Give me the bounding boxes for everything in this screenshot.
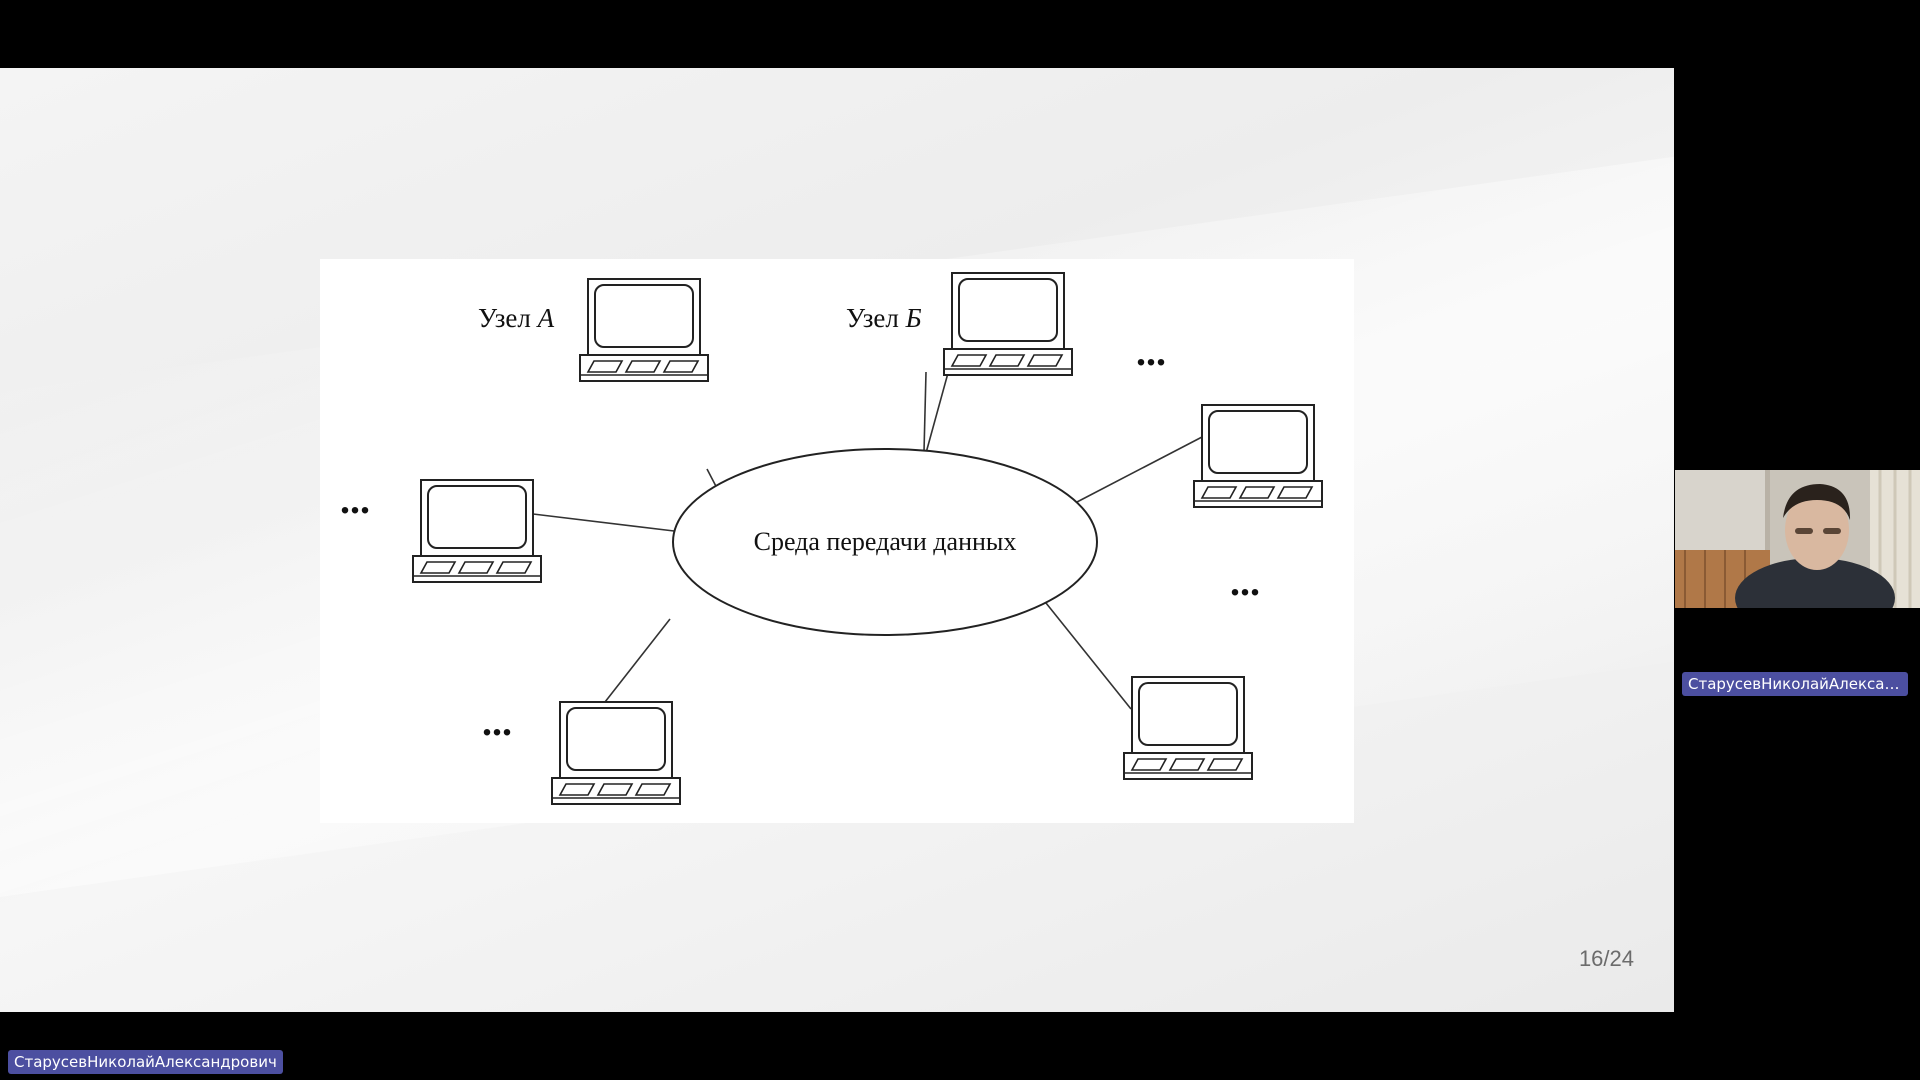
ellipsis-bottom-left: ... <box>482 699 512 744</box>
participant-video-tile[interactable] <box>1675 470 1920 608</box>
participant-video-icon <box>1675 470 1920 608</box>
computer-icon <box>551 701 681 805</box>
link-right-top <box>1076 436 1203 503</box>
slide-page-number: 16/24 <box>1578 946 1634 971</box>
computer-icon <box>943 272 1073 376</box>
ellipsis-left: ... <box>340 477 370 522</box>
computer-icon <box>412 479 542 583</box>
computer-icon <box>1193 404 1323 508</box>
link-bottom-right <box>1045 602 1132 710</box>
node-a-label: Узел А <box>478 303 555 333</box>
link-node-b-direct <box>925 372 949 454</box>
link-bottom-left <box>604 618 671 703</box>
speaker-name-badge: СтарусевНиколайАлександрович <box>8 1050 283 1074</box>
link-node-b <box>923 371 927 453</box>
network-diagram: Среда передачи данных Узел А Узел Б ... … <box>320 259 1354 823</box>
transmission-medium-ellipse <box>672 448 1098 636</box>
participant-name-badge: СтарусевНиколайАлександрович <box>1682 672 1908 696</box>
node-b-label: Узел Б <box>846 303 922 333</box>
center-label: Среда передачи данных <box>754 527 1017 556</box>
computer-icon <box>579 278 709 382</box>
ellipsis-top-right: ... <box>1136 329 1166 374</box>
link-left <box>532 513 675 532</box>
presentation-slide: Среда передачи данных Узел А Узел Б ... … <box>0 68 1674 1012</box>
computer-icon <box>1123 676 1253 780</box>
network-diagram-svg: Среда передачи данных Узел А Узел Б ... … <box>340 272 1323 805</box>
ellipsis-right: ... <box>1230 559 1260 604</box>
